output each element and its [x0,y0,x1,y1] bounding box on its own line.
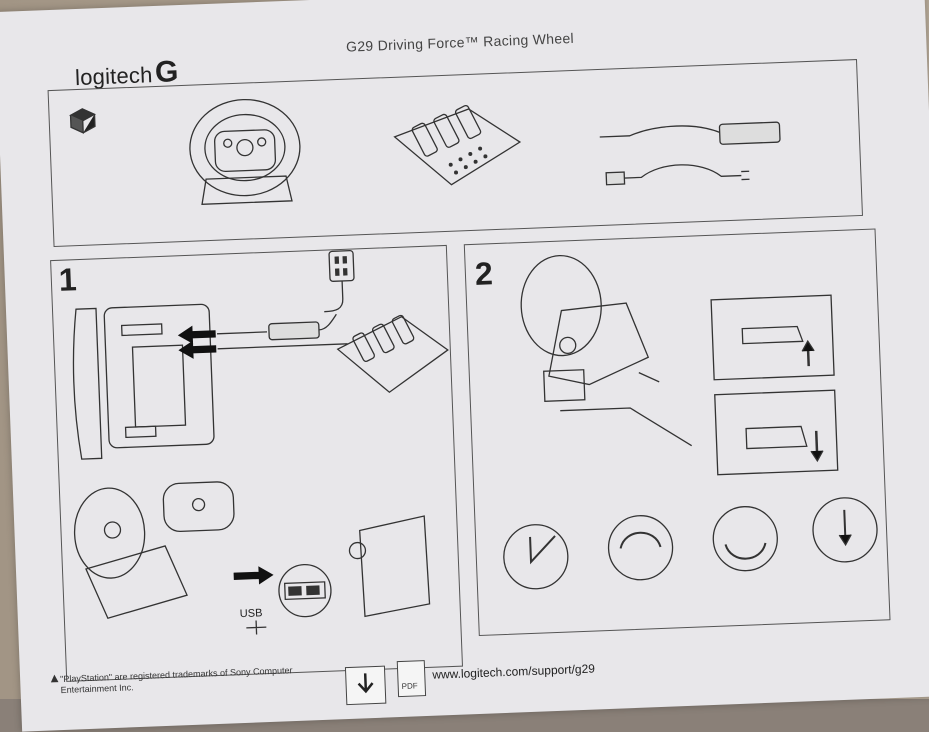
knob-step-2 [607,515,674,581]
power-adapter-illustration [599,121,781,186]
wheel-clamp-illustration [520,254,693,447]
wall-outlet-icon [324,249,355,313]
knob-step-4 [812,497,878,563]
pedals-illustration [393,104,522,186]
ps-toggle-callout [162,481,235,533]
connection-arrows [177,325,217,359]
pdf-icon: PDF [396,660,427,698]
usb-arrow [233,566,274,585]
knob-step-1 [503,524,569,590]
clamp-detail-top [710,294,835,381]
pdf-label: PDF [401,681,418,691]
wheel-illustration [189,98,301,205]
clamp-detail-bottom [714,389,839,476]
usb-label: USB [239,607,263,621]
wheel-side-illustration [73,487,188,619]
knob-step-3 [712,506,778,572]
wheel-back-illustration [72,303,215,460]
playstation-console-illustration [348,515,431,618]
download-icon [344,665,387,706]
usb-port-callout [278,563,332,618]
usb-symbol-icon [246,620,267,635]
box-icon [69,108,96,134]
pedals-step1-illustration [336,314,449,394]
adapter-cable [217,313,348,350]
